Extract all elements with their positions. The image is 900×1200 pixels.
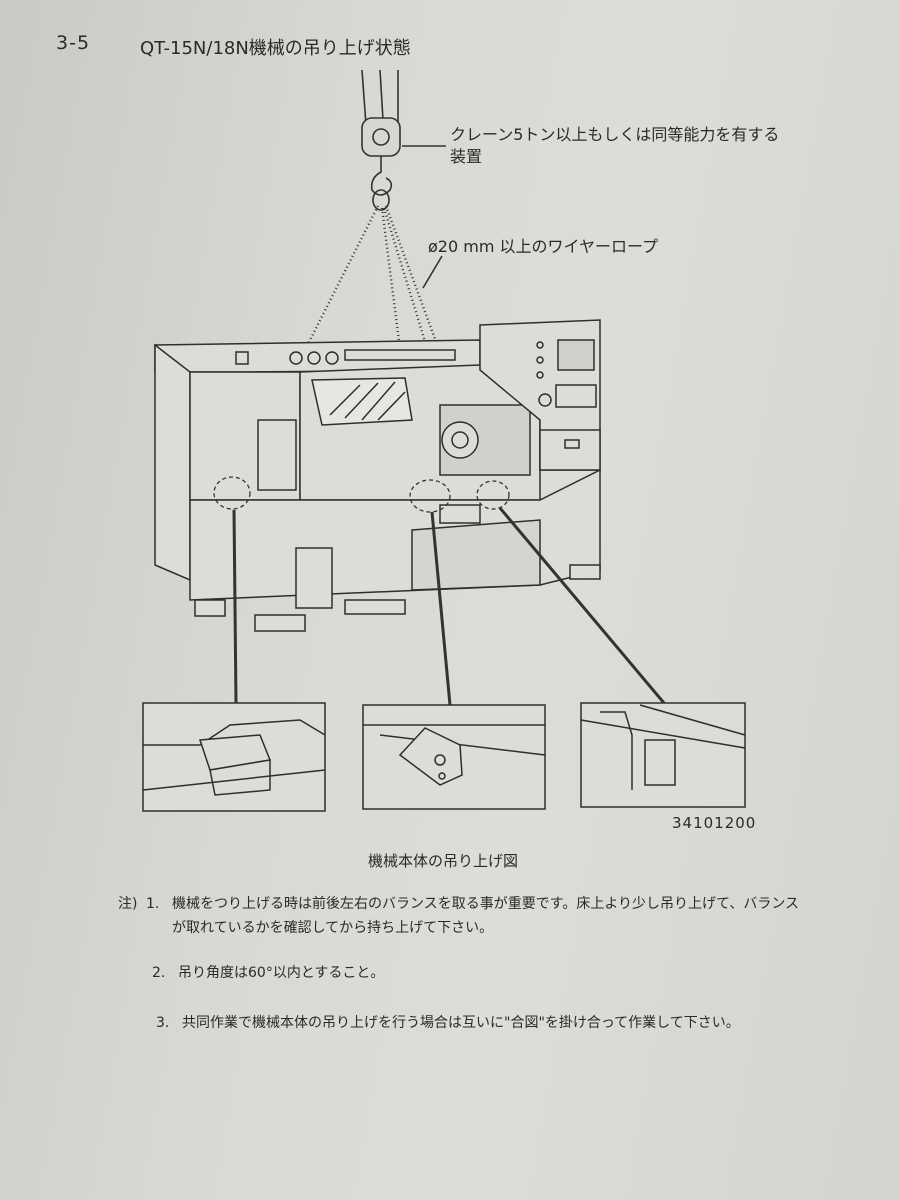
note-number: 2. bbox=[152, 965, 166, 981]
wire-rope-label: ø20 mm 以上のワイヤーロープ bbox=[428, 237, 659, 256]
detail-box-right bbox=[580, 702, 746, 808]
section-title: QT-15N/18N機械の吊り上げ状態 bbox=[140, 38, 411, 59]
note-number: 1. bbox=[146, 896, 160, 912]
note-text: 共同作業で機械本体の吊り上げを行う場合は互いに"合図"を掛け合って作業して下さい… bbox=[182, 1015, 740, 1031]
rope-leader-line bbox=[422, 255, 443, 289]
crane-hook bbox=[370, 156, 393, 196]
pulley-wheel bbox=[372, 128, 390, 146]
hook-ring bbox=[372, 189, 390, 211]
note-number: 3. bbox=[156, 1015, 170, 1031]
note-text: 機械をつり上げる時は前後左右のバランスを取る事が重要です。床上より少し吊り上げて… bbox=[172, 896, 800, 936]
lift-point-center bbox=[409, 479, 451, 513]
crane-cable-mid bbox=[379, 69, 384, 121]
section-number: 3-5 bbox=[56, 32, 91, 54]
figure-number: 34101200 bbox=[672, 814, 757, 832]
detail-box-left bbox=[142, 702, 326, 812]
detail-leader-left bbox=[232, 509, 238, 704]
note-item-2: 2. 吊り角度は60°以内とすること。 bbox=[152, 961, 808, 985]
note-text: 吊り角度は60°以内とすること。 bbox=[178, 965, 385, 981]
figure-caption: 機械本体の吊り上げ図 bbox=[368, 852, 519, 870]
note-item-1: 1. 機械をつり上げる時は前後左右のバランスを取る事が重要です。床上より少し吊り… bbox=[146, 892, 812, 940]
pulley-block bbox=[361, 117, 401, 157]
note-item-3: 3. 共同作業で機械本体の吊り上げを行う場合は互いに"合図"を掛け合って作業して… bbox=[156, 1011, 812, 1035]
lift-point-right bbox=[476, 480, 510, 510]
notes-prefix: 注) bbox=[118, 896, 138, 912]
detail-leader-right bbox=[498, 507, 666, 704]
detail-leader-center bbox=[430, 511, 452, 706]
lift-point-left bbox=[213, 476, 251, 510]
crane-cable-left bbox=[361, 69, 367, 126]
lathe-machine bbox=[154, 319, 601, 632]
detail-box-center bbox=[362, 704, 546, 810]
crane-label: クレーン5トン以上もしくは同等能力を有する装置 bbox=[450, 125, 780, 166]
